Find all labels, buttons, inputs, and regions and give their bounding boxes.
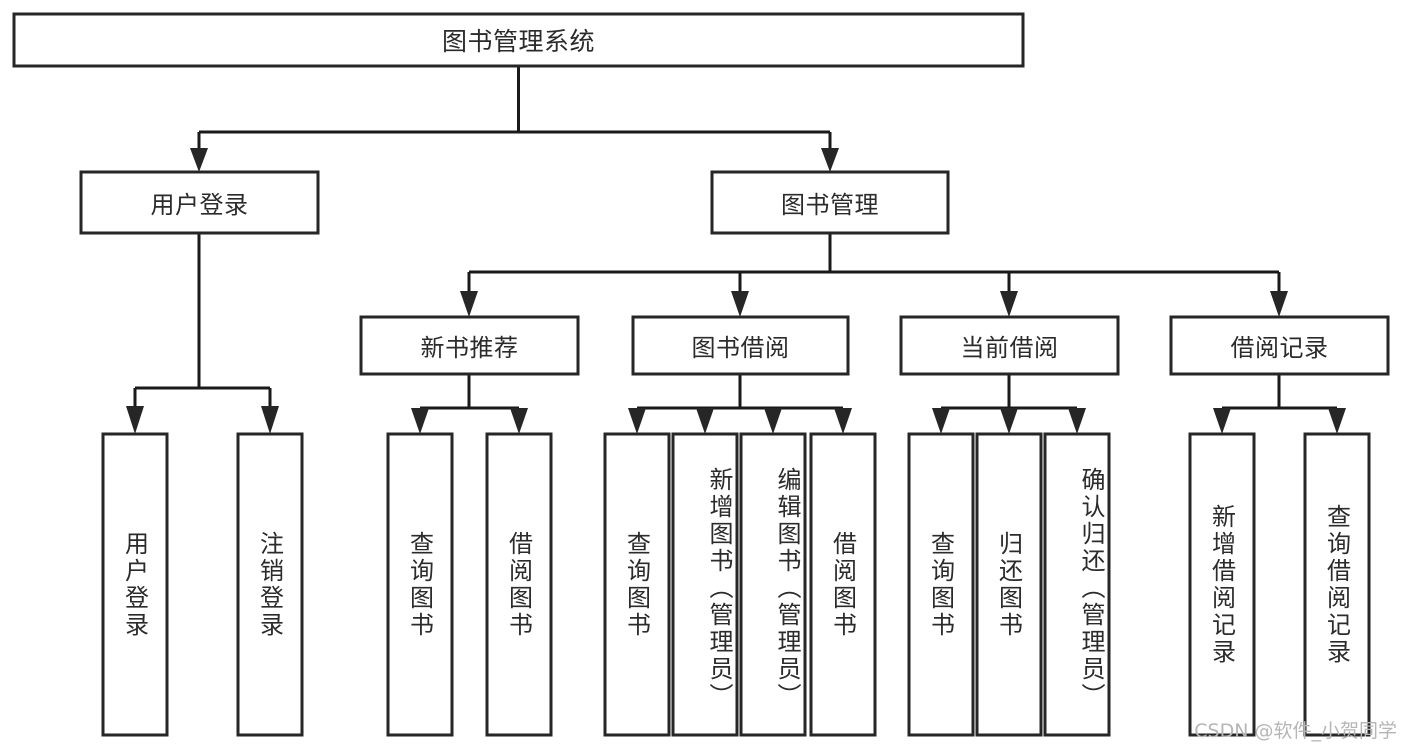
box-user-login[interactable]	[79, 170, 320, 235]
connectors	[126, 66, 1346, 434]
arrow-leaf-query-record	[1328, 408, 1346, 434]
arrow-leaf-add-record	[1213, 408, 1231, 434]
box-borrow-record[interactable]	[1169, 315, 1390, 376]
box-leaf-add-record[interactable]	[1188, 432, 1256, 737]
arrow-to-book-manage	[821, 148, 839, 172]
arrow-leaf-query-book-1	[411, 408, 429, 434]
box-leaf-query-record[interactable]	[1303, 432, 1371, 737]
arrow-leaf-user-login	[126, 406, 144, 434]
arrow-to-current-borrow	[1000, 291, 1018, 317]
arrow-to-book-borrow	[731, 291, 749, 317]
box-leaf-query-book-2[interactable]	[603, 432, 671, 737]
box-book-manage[interactable]	[710, 170, 950, 235]
arrow-leaf-add-book	[696, 408, 714, 434]
box-new-book-rec[interactable]	[359, 315, 580, 376]
box-leaf-add-book[interactable]	[671, 432, 739, 737]
box-leaf-borrow-book-2[interactable]	[809, 432, 877, 737]
box-leaf-user-login[interactable]	[101, 432, 169, 737]
box-leaf-query-book-3[interactable]	[907, 432, 975, 737]
arrow-to-new-book-rec	[460, 291, 478, 317]
box-leaf-edit-book[interactable]	[739, 432, 807, 737]
box-leaf-borrow-book-1[interactable]	[485, 432, 553, 737]
arrow-leaf-confirm-return	[1068, 408, 1086, 434]
arrow-leaf-return-book	[1000, 408, 1018, 434]
box-leaf-confirm-return[interactable]	[1043, 432, 1111, 737]
arrow-leaf-logout	[261, 406, 279, 434]
arrow-leaf-query-book-2	[628, 408, 646, 434]
arrow-leaf-borrow-book-1	[510, 408, 528, 434]
box-root[interactable]	[12, 12, 1025, 68]
arrow-to-user-login	[190, 148, 208, 172]
box-leaf-logout[interactable]	[236, 432, 304, 737]
arrow-leaf-borrow-book-2	[834, 408, 852, 434]
arrow-leaf-query-book-3	[932, 408, 950, 434]
node-boxes	[12, 12, 1390, 737]
box-leaf-query-book-1[interactable]	[386, 432, 454, 737]
arrow-leaf-edit-book	[764, 408, 782, 434]
arrow-to-borrow-record	[1270, 291, 1288, 317]
box-leaf-return-book[interactable]	[975, 432, 1043, 737]
box-book-borrow[interactable]	[631, 315, 850, 376]
box-current-borrow[interactable]	[899, 315, 1120, 376]
